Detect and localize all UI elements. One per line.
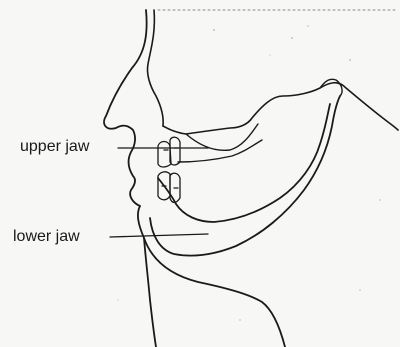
occlusal-line [178,140,262,162]
lower-jaw-bone [158,104,330,222]
upper-teeth [158,137,180,167]
neck-front-outline [144,238,156,347]
lower-jaw-pointer [110,234,208,237]
lower-teeth [158,172,180,203]
upper-jaw-bone [163,83,398,134]
upper-jaw-label: upper jaw [20,139,89,155]
upper-jaw-inner [186,124,258,150]
lower-jaw-label: lower jaw [13,229,80,245]
ramus-notch [320,79,342,96]
cheek-outline [147,10,163,126]
face-profile-outline [104,10,285,347]
background-speckle [118,25,381,320]
